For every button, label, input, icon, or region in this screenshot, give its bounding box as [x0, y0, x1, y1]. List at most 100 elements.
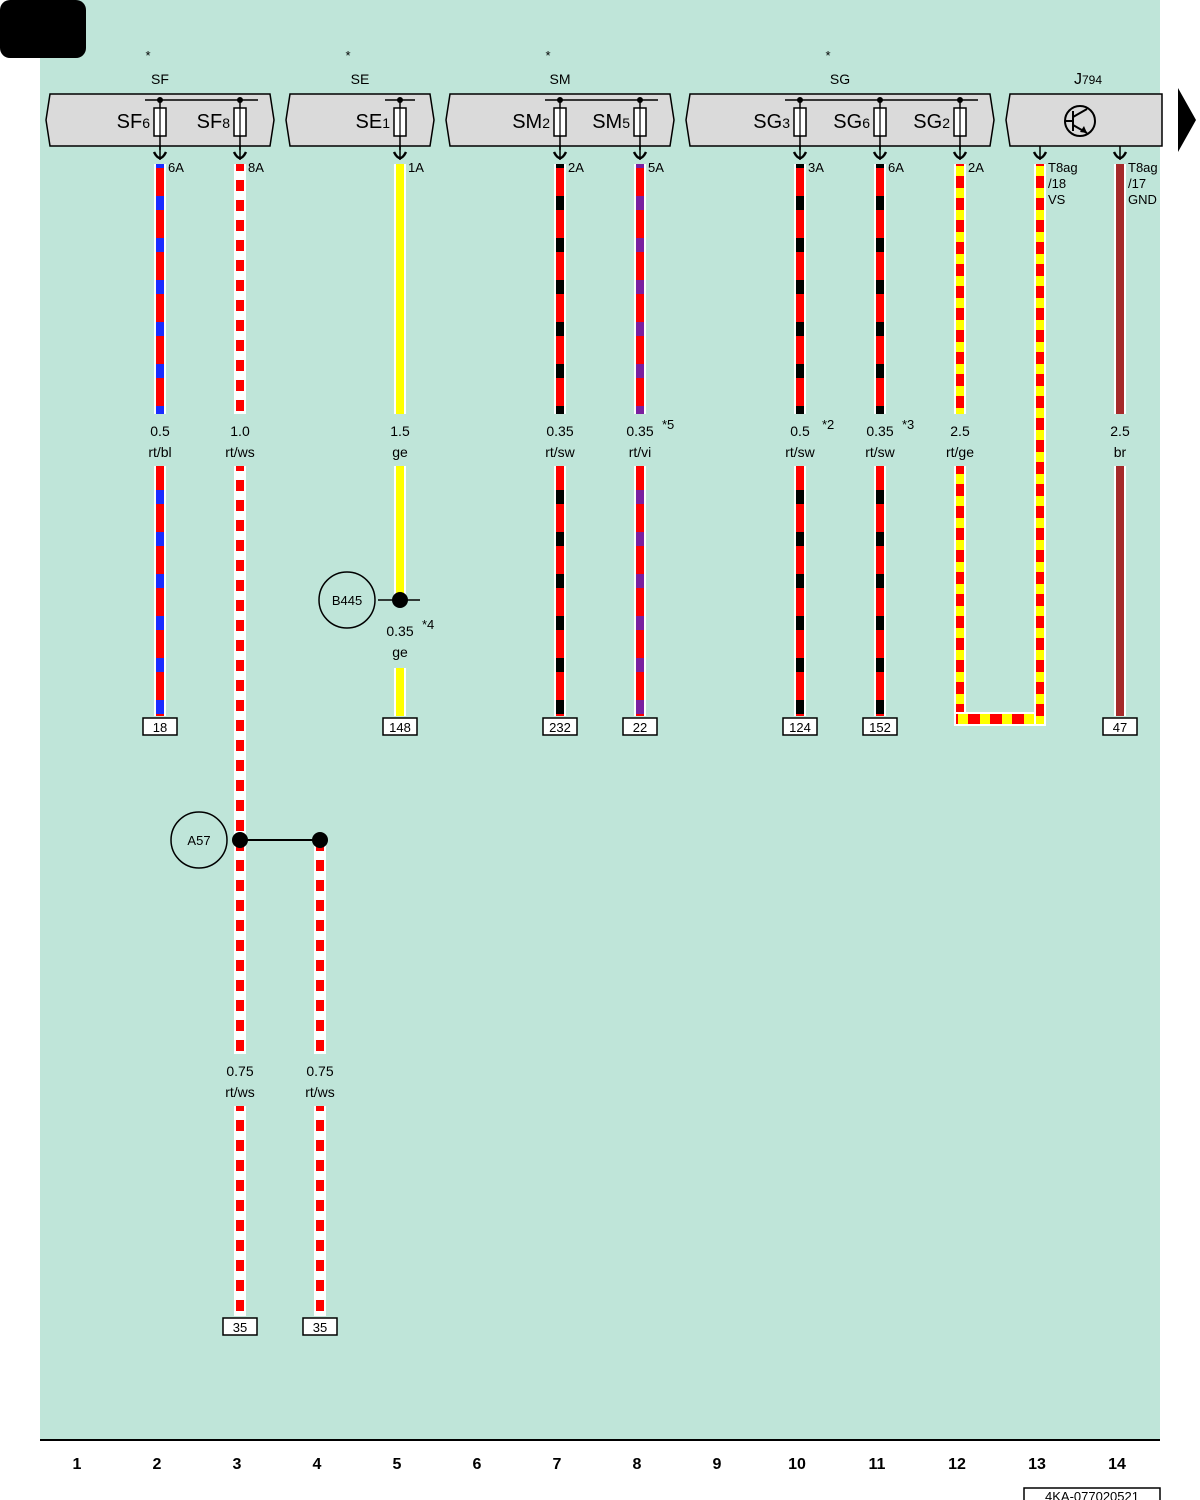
a57-node-right [312, 832, 328, 848]
wire-label-layer: 0.5rt/bl1.0rt/ws1.5ge0.35ge*40.35rt/sw0.… [148, 417, 1130, 1100]
wire-col8-upper [636, 164, 644, 414]
fuse-sg3-label: SG3 [753, 111, 790, 133]
terminal-w5b: 148 [382, 717, 418, 736]
group-star-sg: * [825, 48, 830, 63]
wire-size: 0.35 [626, 423, 653, 439]
column-number: 13 [1028, 1456, 1046, 1473]
wire-label-w4: 0.75 rt/ws [305, 1063, 335, 1100]
wire-col13 [1036, 164, 1044, 724]
terminal-w3b: 35 [222, 1317, 258, 1336]
wire-size: 0.35 [546, 423, 573, 439]
column-number: 2 [153, 1456, 162, 1473]
group-star-se: * [345, 48, 350, 63]
group-title-sg: SG [830, 71, 850, 87]
wire-size: 0.75 [306, 1063, 333, 1079]
wire-col12-upper [956, 164, 964, 414]
wire-label-w14: 2.5br [1110, 423, 1130, 460]
wire-color-code: rt/ws [225, 444, 255, 460]
fuse-sg6-rating: 6A [888, 160, 904, 175]
splice-a57-circle [170, 811, 228, 869]
wire-col7-lower [556, 466, 564, 716]
fuse-sm5-rating: 5A [648, 160, 664, 175]
wire-color-code: br [1114, 444, 1127, 460]
terminal-number: 152 [869, 720, 891, 735]
terminal-w8: 22 [622, 717, 658, 736]
wire-color-code: rt/ge [946, 444, 974, 460]
fuse-sg3-rating: 3A [808, 160, 824, 175]
pin-vs-label: T8ag /18 VS [1048, 160, 1081, 207]
a57-node [232, 832, 248, 848]
terminal-number: 232 [549, 720, 571, 735]
wire-size: 1.5 [390, 423, 410, 439]
fuse-sf8: SF8 8A [197, 97, 264, 175]
fusebox-sg [685, 93, 995, 147]
terminal-number: 124 [789, 720, 811, 735]
column-number: 9 [713, 1456, 722, 1473]
column-number: 12 [948, 1456, 966, 1473]
splice-a57-label: A57 [187, 833, 210, 848]
fuse-sf8-rating: 8A [248, 160, 264, 175]
footer-code-box [1023, 1487, 1161, 1500]
fuse-sf8-label: SF8 [197, 111, 231, 133]
wire-label-w7: 0.35 rt/sw [545, 423, 575, 460]
arrow-right-icon[interactable] [1178, 88, 1196, 152]
fuse-sm2-label: SM2 [512, 111, 550, 133]
terminal-number: 148 [389, 720, 411, 735]
b445-node [392, 592, 408, 608]
wire-col5-middle [396, 466, 404, 600]
fuse-sf6-label: SF6 [117, 111, 151, 133]
fuse-sg2-label: SG2 [913, 111, 950, 133]
wire-col2-lower [156, 466, 164, 716]
wire-col11-lower [876, 466, 884, 716]
wire-col8-lower [636, 466, 644, 716]
wire-note: *4 [422, 617, 434, 632]
wire-size: 0.35 [866, 423, 893, 439]
wire-label-w10: 0.5rt/sw*2 [785, 417, 834, 460]
wire-loop-bottom [956, 714, 1044, 724]
wire-col4-upper [316, 844, 324, 1054]
wire-color-code: rt/sw [545, 444, 575, 460]
terminal-w14: 47 [1102, 717, 1138, 736]
column-number: 6 [473, 1456, 482, 1473]
wire-color-code: rt/sw [785, 444, 815, 460]
splice-b445-circle [318, 571, 376, 629]
wire-col12-lower [956, 466, 964, 724]
wire-color-code: rt/ws [225, 1084, 255, 1100]
wire-note: *5 [662, 417, 674, 432]
terminal-number: 22 [633, 720, 647, 735]
group-title-sm: SM [550, 71, 571, 87]
group-star-sm: * [545, 48, 550, 63]
transistor-icon [1064, 105, 1096, 137]
fuse-sf6-rating: 6A [168, 160, 184, 175]
wire-color-code: ge [392, 444, 408, 460]
fuse-sg6-label: SG6 [833, 111, 870, 133]
group-title-se: SE [351, 71, 370, 87]
wire-size: 0.5 [790, 423, 810, 439]
wire-color-code: rt/ws [305, 1084, 335, 1100]
component-j794 [1005, 93, 1163, 147]
wire-size: 0.35 [386, 623, 413, 639]
wire-col4-lower [316, 1106, 324, 1316]
footer-code: 4KA-077020521 [1045, 1489, 1139, 1500]
column-number: 14 [1108, 1456, 1126, 1473]
wire-col3-lower [236, 1106, 244, 1316]
page-tab [0, 0, 86, 58]
group-title-j794: J794 [1074, 71, 1102, 88]
wire-col5-lower [396, 668, 404, 716]
wire-col3-upper [236, 164, 244, 414]
wire-col5-upper [396, 164, 404, 414]
wire-note: *3 [902, 417, 914, 432]
wire-col2-upper [156, 164, 164, 414]
wire-col14-upper [1116, 164, 1124, 414]
splice-b445-label: B445 [332, 593, 362, 608]
fuse-sm2-rating: 2A [568, 160, 584, 175]
terminal-number: 47 [1113, 720, 1127, 735]
